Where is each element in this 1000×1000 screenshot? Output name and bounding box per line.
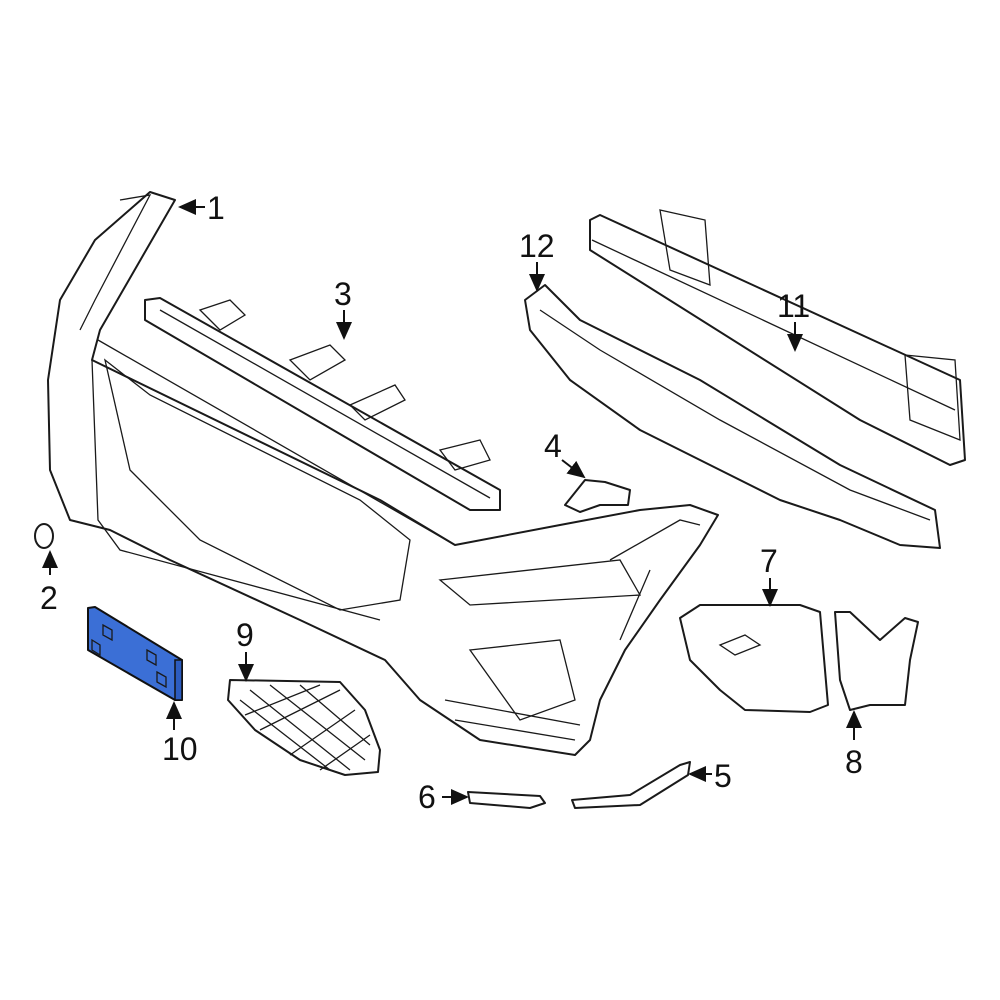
- callout-3: 3: [334, 276, 352, 340]
- tow-hook-cap[interactable]: [34, 523, 54, 549]
- callout-number: 6: [418, 779, 436, 815]
- upper-bracket[interactable]: [144, 297, 501, 511]
- callout-10: 10: [162, 701, 198, 767]
- callout-number: 3: [334, 276, 352, 312]
- license-plate-bracket[interactable]: [87, 606, 183, 701]
- callout-7: 7: [760, 543, 778, 607]
- callout-9: 9: [236, 617, 254, 682]
- callout-12: 12: [519, 228, 555, 292]
- grille[interactable]: [227, 679, 381, 776]
- callout-number: 2: [40, 580, 58, 616]
- callout-6: 6: [418, 779, 469, 815]
- callout-number: 7: [760, 543, 778, 579]
- callout-number: 9: [236, 617, 254, 653]
- callout-number: 10: [162, 731, 198, 767]
- callout-11: 11: [777, 288, 810, 352]
- side-cover[interactable]: [679, 604, 829, 713]
- callout-1: 1: [178, 190, 225, 226]
- callout-number: 11: [777, 288, 810, 324]
- callout-number: 8: [845, 744, 863, 780]
- callout-2: 2: [40, 550, 58, 616]
- callout-number: 1: [207, 190, 225, 226]
- callout-5: 5: [688, 758, 732, 794]
- small-bracket[interactable]: [564, 479, 631, 513]
- impact-bar[interactable]: [589, 209, 966, 466]
- energy-absorber[interactable]: [524, 284, 941, 549]
- callout-number: 5: [714, 758, 732, 794]
- bumper-cover[interactable]: [47, 191, 719, 756]
- callout-8: 8: [845, 710, 863, 780]
- side-bracket[interactable]: [834, 611, 919, 711]
- lower-trim-side[interactable]: [571, 761, 691, 809]
- lower-trim-center[interactable]: [467, 791, 546, 809]
- callout-number: 12: [519, 228, 555, 264]
- callout-number: 4: [544, 428, 562, 464]
- callout-4: 4: [544, 428, 586, 479]
